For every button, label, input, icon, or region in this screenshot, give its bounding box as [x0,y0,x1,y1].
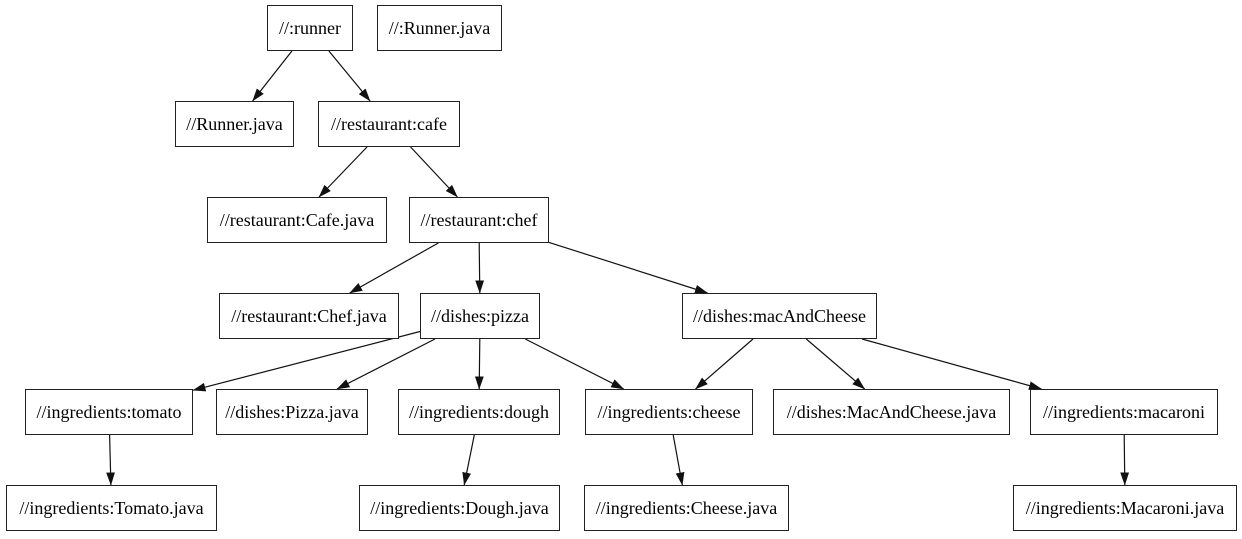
graph-node-tomato: //ingredients:tomato [25,389,193,435]
edge-cafe-to-chef [410,146,458,198]
edge-cafe-to-cafe-java [318,146,368,198]
graph-node-dough: //ingredients:dough [398,389,560,435]
edge-tomato-to-tomato-java [106,434,115,486]
graph-node-cheese: //ingredients:cheese [585,389,753,435]
edge-chef-to-pizza [475,242,485,294]
graph-node-cafe-java: //restaurant:Cafe.java [207,197,387,243]
graph-node-pizza-java: //dishes:Pizza.java [216,389,368,435]
graph-node-cheese-java: //ingredients:Cheese.java [584,485,789,531]
edge-chef-to-mac-and-cheese [548,241,708,294]
graph-node-mac-and-cheese-java: //dishes:MacAndCheese.java [773,389,1010,435]
edge-pizza-to-dough [474,338,484,390]
edge-dough-to-dough-java [462,434,475,486]
graph-node-chef: //restaurant:chef [409,197,549,243]
graph-node-pizza: //dishes:pizza [420,293,540,339]
edge-pizza-to-cheese [525,338,625,390]
edge-runner-to-runner-java [252,50,293,102]
graph-node-macaroni: //ingredients:macaroni [1030,389,1218,435]
edge-runner-to-cafe [328,50,371,102]
graph-node-mac-and-cheese: //dishes:macAndCheese [682,293,877,339]
edge-mac-and-cheese-to-cheese [695,338,754,390]
edge-cheese-to-cheese-java [672,434,685,486]
graph-node-dough-java: //ingredients:Dough.java [359,485,560,531]
edge-pizza-to-pizza-java [336,338,436,390]
edge-mac-and-cheese-to-macaroni [861,338,1042,390]
edge-mac-and-cheese-to-mac-and-cheese-java [805,338,866,390]
graph-node-tomato-java: //ingredients:Tomato.java [6,485,217,531]
graph-node-chef-java: //restaurant:Chef.java [219,293,399,339]
graph-node-runner-java: //Runner.java [175,101,294,147]
edge-chef-to-chef-java [349,242,439,294]
graph-node-root-runner-java: //:Runner.java [377,5,502,51]
graph-node-runner: //:runner [267,5,353,51]
edge-macaroni-to-macaroni-java [1120,434,1130,486]
graph-node-macaroni-java: //ingredients:Macaroni.java [1013,485,1237,531]
graph-node-cafe: //restaurant:cafe [318,101,460,147]
edge-pizza-to-tomato [192,330,421,392]
